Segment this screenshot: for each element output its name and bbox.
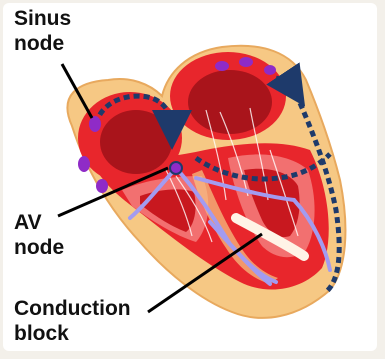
left-atrium-inner: [188, 70, 272, 134]
sinus-node-label: Sinus node: [14, 6, 71, 56]
av-node: [170, 162, 182, 174]
av-node-label: AV node: [14, 210, 64, 260]
conduction-block-label: Conduction block: [14, 296, 131, 346]
right-atrium-inner: [100, 110, 172, 174]
